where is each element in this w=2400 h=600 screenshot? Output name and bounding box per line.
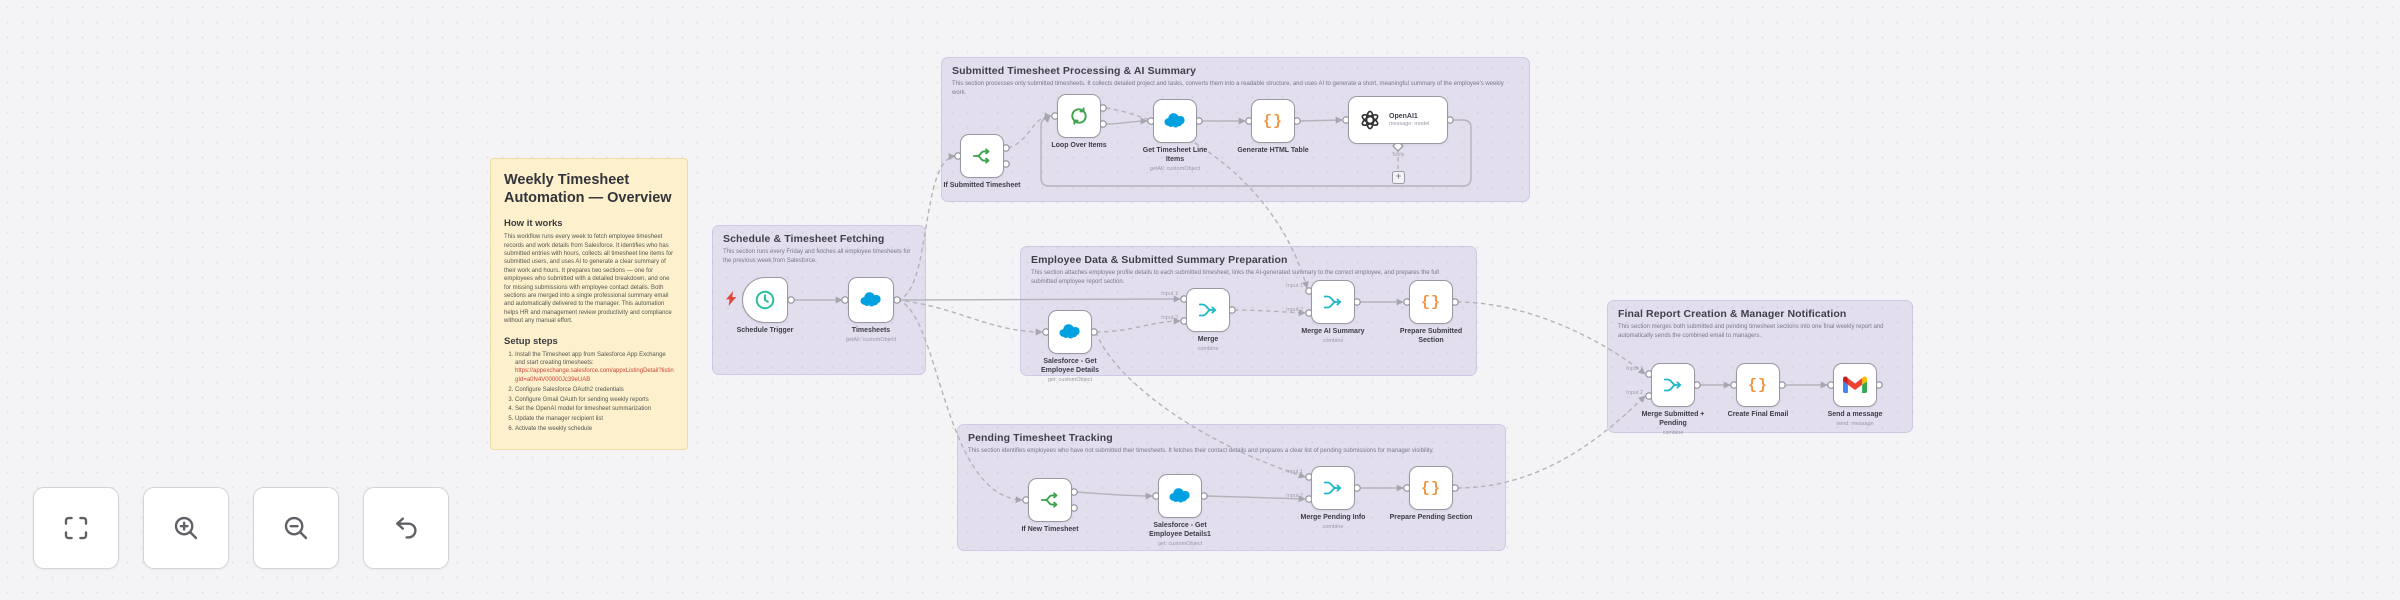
note-how-it-works-body: This workflow runs every week to fetch e…	[504, 234, 674, 325]
salesforce-icon	[860, 292, 881, 307]
group-title: Submitted Timesheet Processing & AI Summ…	[952, 65, 1197, 77]
group-title: Final Report Creation & Manager Notifica…	[1618, 308, 1847, 320]
code-icon: {}	[1262, 112, 1283, 130]
group-description: This section attaches employee profile d…	[1031, 270, 1439, 285]
group-description: This section processes only submitted ti…	[952, 81, 1504, 96]
node-salesforce-get-employee-details[interactable]: Salesforce - Get Employee Details get: c…	[1041, 310, 1099, 383]
tools-port-label: Tools	[1391, 152, 1405, 158]
zoom-out-button[interactable]	[253, 487, 339, 569]
if-branch-icon	[972, 148, 990, 164]
salesforce-icon	[1169, 488, 1190, 503]
node-merge[interactable]: Merge combine	[1186, 288, 1230, 352]
group-description: This section merges both submitted and p…	[1618, 324, 1884, 339]
clock-icon	[755, 290, 775, 310]
setup-step: Activate the weekly schedule	[515, 425, 674, 433]
input-port-label: Input 2	[1161, 315, 1178, 321]
zoom-to-fit-icon	[64, 516, 88, 540]
node-generate-html-table[interactable]: {} Generate HTML Table	[1237, 99, 1309, 154]
salesforce-icon	[1164, 113, 1185, 128]
node-merge-pending-info[interactable]: Merge Pending Info combine	[1301, 466, 1365, 530]
group-title: Pending Timesheet Tracking	[968, 432, 1113, 444]
canvas-controls	[33, 487, 449, 569]
setup-step: Install the Timesheet app from Salesforc…	[515, 351, 674, 385]
node-create-final-email[interactable]: {} Create Final Email	[1728, 363, 1788, 418]
node-merge-ai-summary[interactable]: Merge AI Summary combine	[1301, 280, 1365, 344]
appexchange-link[interactable]: https://appexchange.salesforce.com/appxL…	[515, 368, 674, 383]
trigger-lightning-icon	[726, 291, 737, 306]
setup-step: Update the manager recipient list	[515, 415, 674, 423]
node-merge-submitted-pending[interactable]: Merge Submitted + Pending combine	[1642, 363, 1704, 436]
node-prepare-pending-section[interactable]: {} Prepare Pending Section	[1390, 466, 1472, 521]
code-icon: {}	[1420, 293, 1441, 311]
node-send-a-message[interactable]: Send a message send: message	[1828, 363, 1882, 427]
node-timesheets[interactable]: Timesheets getAll: customObject	[846, 277, 896, 343]
setup-step: Set the OpenAI model for timesheet summa…	[515, 405, 674, 413]
setup-steps-list: Install the Timesheet app from Salesforc…	[504, 351, 674, 434]
note-title: Weekly Timesheet Automation — Overview	[504, 172, 672, 207]
gmail-icon	[1843, 376, 1867, 393]
group-description: This section identifies employees who ha…	[968, 448, 1434, 454]
undo-arrow-icon	[396, 517, 417, 539]
input-port-label: Input 2	[1626, 390, 1643, 396]
input-port-label: Input 2	[1286, 493, 1303, 499]
node-schedule-trigger[interactable]: Schedule Trigger	[737, 277, 793, 334]
openai-icon	[1361, 110, 1379, 130]
merge-icon	[1198, 303, 1217, 317]
node-salesforce-get-employee-details1[interactable]: Salesforce - Get Employee Details1 get: …	[1149, 474, 1211, 547]
group-description: This section runs every Friday and fetch…	[723, 249, 911, 264]
code-icon: {}	[1747, 376, 1768, 394]
node-if-new-timesheet[interactable]: If New Timesheet	[1021, 478, 1079, 533]
node-loop-over-items[interactable]: Loop Over Items	[1051, 94, 1107, 149]
group-title: Schedule & Timesheet Fetching	[723, 233, 885, 245]
input-port-label: Input 2	[1286, 307, 1303, 313]
zoom-to-fit-button[interactable]	[33, 487, 119, 569]
group-title: Employee Data & Submitted Summary Prepar…	[1031, 254, 1288, 266]
merge-icon	[1663, 378, 1682, 392]
code-icon: {}	[1420, 479, 1441, 497]
reset-zoom-button[interactable]	[363, 487, 449, 569]
input-port-label: Input 1	[1286, 469, 1303, 475]
input-port-label: Input 1	[1286, 283, 1303, 289]
sticky-note-overview[interactable]: Weekly Timesheet Automation — Overview H…	[490, 158, 688, 450]
salesforce-icon	[1059, 324, 1080, 339]
setup-step: Configure Gmail OAuth for sending weekly…	[515, 396, 674, 404]
note-how-it-works-heading: How it works	[504, 218, 563, 230]
add-tool-button[interactable]: +	[1392, 171, 1405, 184]
zoom-in-icon	[174, 516, 198, 540]
merge-icon	[1323, 295, 1342, 309]
input-port-label: Input 1	[1626, 366, 1643, 372]
merge-icon	[1323, 481, 1342, 495]
node-openai[interactable]: OpenAI1 message: model	[1348, 96, 1448, 144]
loop-icon	[1071, 107, 1087, 125]
input-port-label: Input 1	[1161, 291, 1178, 297]
node-if-submitted-timesheet[interactable]: If Submitted Timesheet	[944, 134, 1020, 189]
node-get-timesheet-line-items[interactable]: Get Timesheet Line Items getAll: customO…	[1143, 99, 1207, 172]
setup-step: Configure Salesforce OAuth2 credentials	[515, 386, 674, 394]
zoom-out-icon	[284, 516, 308, 540]
node-prepare-submitted-section[interactable]: {} Prepare Submitted Section	[1400, 280, 1462, 344]
note-setup-steps-heading: Setup steps	[504, 335, 558, 347]
zoom-in-button[interactable]	[143, 487, 229, 569]
if-branch-icon	[1040, 492, 1058, 508]
